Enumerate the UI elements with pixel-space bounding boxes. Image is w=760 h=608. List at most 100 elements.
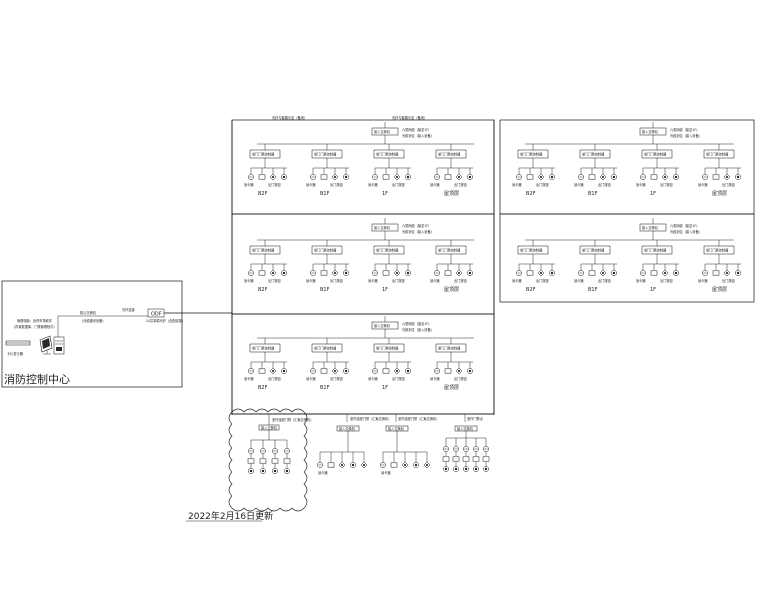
button-icon: [723, 269, 731, 277]
reader-icon: [516, 270, 522, 276]
device-caption: 出门按钮: [536, 182, 550, 187]
floor-block-2: 接入交换机六类网线（接至1F）光缆到位（接入设备）单门门禁控制器读卡器出门按钮B…: [244, 218, 474, 293]
side-note: 六类网线（接至1F）: [670, 223, 699, 228]
lock-icon: [271, 458, 279, 464]
lock-icon: [444, 174, 452, 180]
lock-icon: [283, 458, 291, 464]
reader-icon: [248, 448, 254, 454]
button-icon: [599, 173, 607, 181]
device-caption: 出门按钮: [330, 182, 344, 187]
computer-tower-icon: [53, 336, 65, 355]
cloud-device-pair: [271, 440, 279, 474]
exit-icon: [405, 174, 411, 180]
block-4-frame: [499, 119, 755, 215]
cloud-device-pair: [259, 440, 267, 474]
printer-label: 卡片发行器: [7, 351, 24, 356]
device-caption: 出门按钮: [454, 278, 468, 283]
floor-label: 屋顶层: [712, 287, 727, 293]
exit-icon: [281, 270, 287, 276]
door-controller-label: 单门门禁控制器: [438, 152, 461, 157]
floor-label: B1F: [320, 385, 330, 391]
cloud-device-pair: [452, 438, 460, 472]
device-caption: 出门按钮: [268, 182, 282, 187]
door-controller-label: 单门门禁控制器: [376, 152, 399, 157]
device-caption: 读卡器: [636, 182, 646, 187]
floor-block-3: 接入交换机六类网线（接至1F）光缆到位（接入设备）单门门禁控制器读卡器出门按钮B…: [244, 316, 474, 391]
lock-icon: [712, 270, 720, 276]
reader-icon: [372, 270, 378, 276]
reader-icon: [310, 270, 316, 276]
device-caption: 读卡器: [244, 278, 254, 283]
door-controller-label: 单门门禁控制器: [314, 248, 337, 253]
side-note: 六类网线（接至1F）: [402, 127, 431, 132]
exit-icon: [453, 466, 459, 472]
outdoor-note-1: 室外连廊门禁（汇聚交换机）: [272, 417, 313, 422]
monitor-icon: [39, 335, 53, 355]
lock-icon: [390, 462, 398, 468]
button-icon: [537, 173, 545, 181]
device-caption: 读卡器: [368, 182, 378, 187]
device-caption: 读卡器: [244, 182, 254, 187]
button-icon: [661, 269, 669, 277]
lock-icon: [588, 270, 596, 276]
exit-icon: [284, 468, 290, 474]
cloud-device-pair: [482, 438, 490, 472]
reader-icon: [434, 368, 440, 374]
exit-icon: [463, 466, 469, 472]
lock-icon: [382, 368, 390, 374]
reader-icon: [483, 446, 489, 452]
floor-unit-1: 单门门禁控制器读卡器出门按钮B2F: [512, 245, 555, 293]
side-note: 光缆到位（接入设备）: [670, 229, 702, 234]
side-note: 光缆到位（接入设备）: [402, 133, 434, 138]
reader-icon: [640, 270, 646, 276]
lock-icon: [472, 456, 480, 462]
side-note: 光缆到位（接入设备）: [670, 133, 702, 138]
device-caption: 读卡器: [318, 470, 328, 475]
device-caption: 读卡器: [574, 278, 584, 283]
revision-cloud: [228, 408, 308, 512]
exit-icon: [467, 368, 473, 374]
lock-icon: [444, 368, 452, 374]
door-controller-label: 单门门禁控制器: [252, 152, 275, 157]
door-controller-label: 单门门禁控制器: [314, 152, 337, 157]
reader-icon: [260, 448, 266, 454]
lock-icon: [259, 458, 267, 464]
door-controller-label: 单门门禁控制器: [582, 248, 605, 253]
door-controller-label: 单门门禁控制器: [438, 248, 461, 253]
device-caption: 出门按钮: [598, 182, 612, 187]
reader-icon: [248, 174, 254, 180]
outdoor-switch-4-label: 接入交换机: [457, 426, 474, 431]
device-caption: 读卡器: [698, 278, 708, 283]
floor-label: 1F: [650, 287, 656, 293]
fiber-cable-label: 光纤连接: [122, 307, 136, 312]
device-caption: 读卡器: [430, 278, 440, 283]
reader-icon: [702, 270, 708, 276]
cloud-device-pair: [462, 438, 470, 472]
device-caption: 出门按钮: [392, 376, 406, 381]
exit-icon: [735, 270, 741, 276]
floor-unit-2: 单门门禁控制器读卡器出门按钮B1F: [574, 149, 617, 197]
exit-icon: [611, 270, 617, 276]
door-controller-label: 单门门禁控制器: [376, 346, 399, 351]
odf-sub: 24芯单模光纤（含配线架）: [146, 318, 185, 323]
block-1-frame: [231, 119, 495, 215]
reader-icon: [578, 270, 584, 276]
device-caption: 出门按钮: [660, 182, 674, 187]
door-controller-label: 单门门禁控制器: [252, 346, 275, 351]
exit-icon: [549, 174, 555, 180]
reader-icon: [317, 462, 323, 468]
outdoor-note-3: 室外连廊门禁（汇聚交换机）: [398, 416, 439, 421]
floor-unit-3: 单门门禁控制器读卡器出门按钮1F: [636, 149, 679, 197]
reader-icon: [453, 446, 459, 452]
exit-icon: [260, 468, 266, 474]
reader-icon: [372, 368, 378, 374]
device-caption: 出门按钮: [330, 278, 344, 283]
device-caption: 读卡器: [574, 182, 584, 187]
floor-unit-1: 单门门禁控制器读卡器出门按钮B2F: [244, 245, 287, 293]
revision-note: 2022年2月16日更新: [188, 510, 273, 522]
lock-icon: [712, 174, 720, 180]
outdoor-switch-3-label: 接入交换机: [388, 426, 405, 431]
exit-icon: [467, 270, 473, 276]
lock-icon: [444, 270, 452, 276]
device-caption: 读卡器: [306, 278, 316, 283]
